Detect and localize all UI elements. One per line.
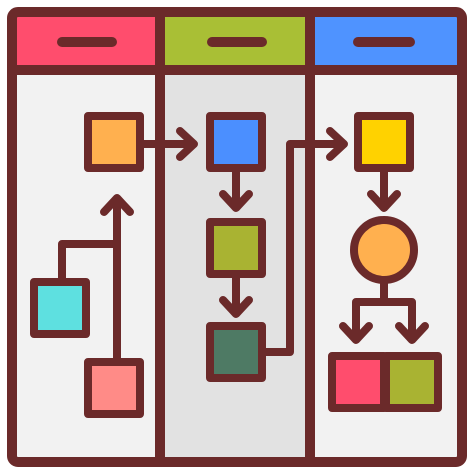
edge-circle-split [352,276,416,342]
arrowhead-right-2 [326,127,348,161]
arrowhead-down-1 [219,190,253,212]
node-teal-square [30,278,90,338]
node-red-rect [328,352,388,412]
node-darkgreen-square [206,322,266,382]
arrowhead-down-3 [367,190,401,212]
node-yellow-square [354,112,414,172]
node-orange-square [84,112,144,172]
node-olive-square [206,218,266,278]
outer-frame [7,7,467,467]
arrowhead-down-4 [339,322,373,344]
node-green-rect [382,352,442,412]
node-orange-circle [350,216,418,284]
edge-darkgreen-to-yellow [258,140,346,356]
node-blue-square [206,112,266,172]
arrowhead-down-2 [219,296,253,318]
arrowhead-down-5 [395,322,429,344]
node-salmon-square [84,358,144,418]
arrowhead-right-1 [176,127,198,161]
